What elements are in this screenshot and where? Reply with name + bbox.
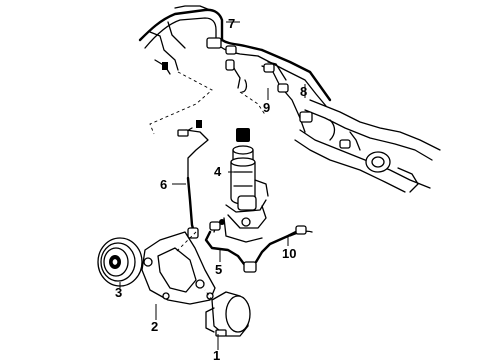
hose-5	[204, 221, 257, 273]
callout-10: 10	[282, 246, 296, 261]
pump	[205, 291, 251, 337]
pressure-hose-top	[138, 5, 264, 93]
guide-lines	[149, 71, 267, 301]
leader-lines	[119, 21, 306, 350]
callout-9: 9	[263, 100, 270, 115]
callout-8: 8	[300, 84, 307, 99]
hose-10	[254, 225, 313, 264]
hose-6	[177, 120, 209, 239]
callout-4: 4	[214, 164, 222, 179]
reservoir	[219, 128, 269, 243]
callout-labels: 1 2 3 4 5 6 7 8 9 10	[115, 16, 307, 360]
callout-6: 6	[160, 177, 167, 192]
callout-3: 3	[115, 285, 122, 300]
callout-7: 7	[228, 16, 235, 31]
callout-5: 5	[215, 262, 222, 277]
callout-1: 1	[213, 348, 220, 360]
callout-2: 2	[151, 319, 158, 334]
pump-bracket	[141, 231, 216, 305]
return-hose-and-gear	[257, 48, 441, 193]
pulley	[97, 237, 143, 287]
